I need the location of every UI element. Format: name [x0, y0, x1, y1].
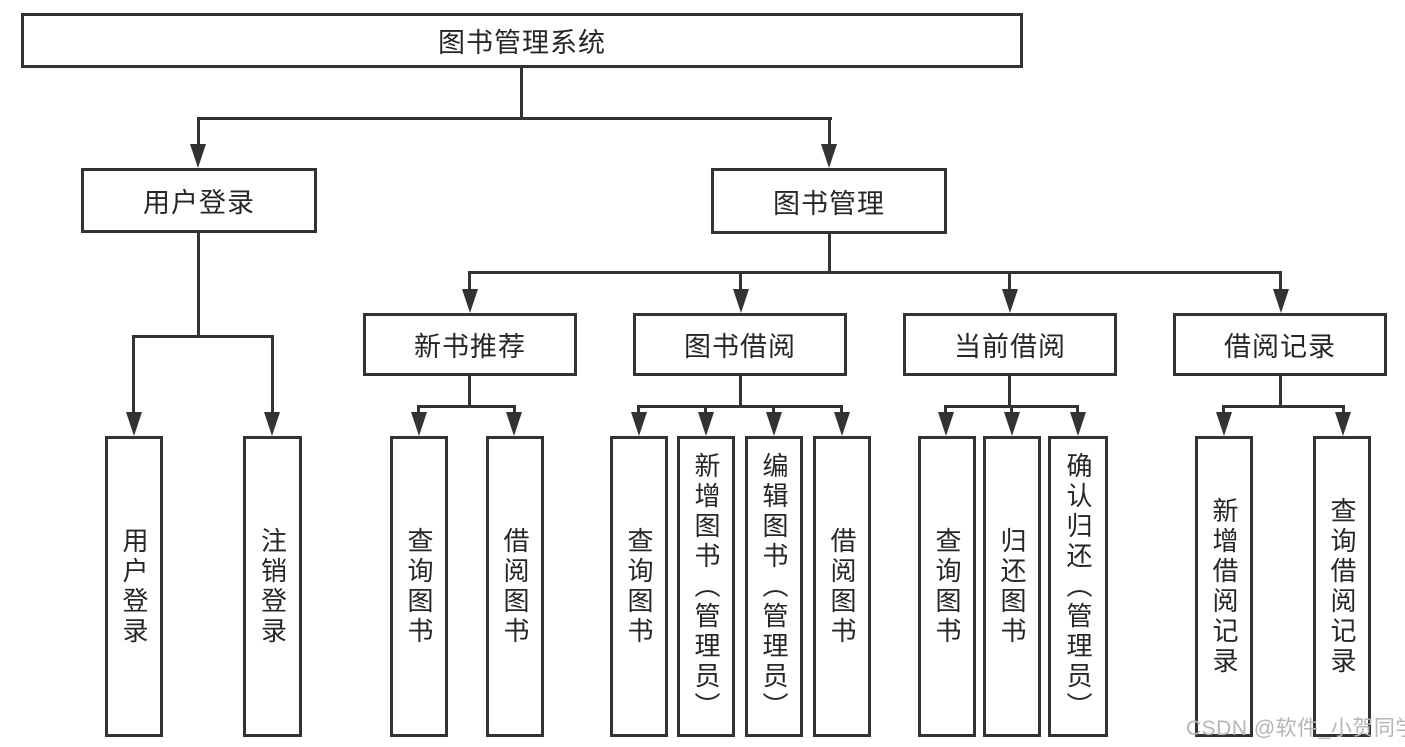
arrow-down-icon: [1216, 412, 1232, 436]
leaf-add-borrow-record: 新增借阅记录: [1195, 436, 1253, 737]
connector-root-stub: [520, 68, 523, 119]
node-borrowing-records: 借阅记录: [1173, 313, 1387, 376]
node-user-login: 用户登录: [81, 168, 317, 233]
node-user-login-label: 用户登录: [143, 188, 255, 218]
node-current-borrowing-label: 当前借阅: [954, 332, 1066, 362]
csdn-watermark: CSDN @软件_小贺同学: [1186, 717, 1405, 740]
connector-stem: [1008, 271, 1011, 291]
node-book-management: 图书管理: [711, 168, 947, 234]
arrow-down-icon: [462, 289, 478, 313]
connector-section-stub: [468, 376, 471, 407]
arrow-down-icon: [821, 144, 837, 168]
leaf-label: 查询图书: [932, 526, 962, 647]
leaf-user-login-label: 用户登录: [119, 526, 149, 647]
node-root: 图书管理系统: [21, 13, 1023, 68]
leaf-confirm-return-admin: 确认归还（管理员）: [1048, 436, 1108, 737]
leaf-user-login: 用户登录: [105, 436, 163, 737]
leaf-label: 编辑图书（管理员）: [759, 451, 789, 722]
arrow-down-icon: [1335, 412, 1351, 436]
leaf-label: 查询图书: [624, 526, 654, 647]
leaf-query-books-borrowing: 查询图书: [610, 436, 668, 737]
arrow-down-icon: [1004, 412, 1020, 436]
connector-bookmgmt-splitter: [468, 271, 1282, 274]
leaf-label: 查询图书: [404, 526, 434, 647]
connector-section-stub: [739, 376, 742, 407]
node-book-management-label: 图书管理: [773, 188, 885, 219]
connector-stem: [944, 405, 947, 415]
arrow-down-icon: [938, 412, 954, 436]
leaf-logout-label: 注销登录: [257, 526, 288, 647]
connector-bookmgmt-stub: [828, 234, 831, 273]
leaf-label: 新增图书（管理员）: [691, 451, 721, 722]
connector-stem: [1010, 405, 1013, 415]
arrow-down-icon: [733, 289, 749, 313]
arrow-down-icon: [766, 412, 782, 436]
connector-stem: [772, 405, 775, 415]
leaf-query-books-current: 查询图书: [918, 436, 976, 737]
connector-stem: [704, 405, 707, 415]
connector-stem: [637, 405, 640, 415]
connector-section-splitter: [417, 405, 516, 408]
arrow-down-icon: [411, 412, 427, 436]
arrow-down-icon: [190, 144, 206, 168]
connector-section-stub: [1279, 376, 1282, 407]
connector-stem: [828, 117, 831, 147]
connector-stem: [197, 117, 200, 147]
connector-stem: [840, 405, 843, 415]
node-borrowing-records-label: 借阅记录: [1224, 332, 1336, 362]
arrow-down-icon: [126, 412, 142, 436]
connector-stem: [1342, 405, 1345, 415]
leaf-edit-books-admin: 编辑图书（管理员）: [745, 436, 803, 737]
connector-stem: [739, 271, 742, 291]
connector-userlogin-stub: [197, 233, 200, 337]
connector-userlogin-splitter: [132, 335, 274, 338]
connector-section-splitter: [1222, 405, 1345, 408]
connector-stem: [1076, 405, 1079, 415]
connector-section-stub: [1008, 376, 1011, 407]
leaf-return-books: 归还图书: [983, 436, 1041, 737]
leaf-label: 新增借阅记录: [1209, 496, 1239, 677]
arrow-down-icon: [834, 412, 850, 436]
node-root-label: 图书管理系统: [438, 28, 606, 58]
connector-stem: [1222, 405, 1225, 415]
leaf-label: 借阅图书: [827, 526, 857, 647]
leaf-label: 查询借阅记录: [1327, 496, 1357, 677]
node-new-book-recommend-label: 新书推荐: [414, 332, 526, 362]
connector-section-splitter: [637, 405, 843, 408]
node-new-book-recommend: 新书推荐: [363, 313, 577, 376]
leaf-logout: 注销登录: [243, 436, 302, 737]
node-book-borrowing-label: 图书借阅: [684, 332, 796, 362]
leaf-label: 确认归还（管理员）: [1063, 451, 1093, 722]
connector-stem: [271, 335, 274, 414]
arrow-down-icon: [1002, 289, 1018, 313]
arrow-down-icon: [1070, 412, 1086, 436]
connector-stem: [132, 335, 135, 414]
arrow-down-icon: [1273, 289, 1289, 313]
connector-stem: [1279, 271, 1282, 291]
leaf-borrow-books-recommend: 借阅图书: [486, 436, 544, 737]
connector-stem: [513, 405, 516, 415]
leaf-borrow-books: 借阅图书: [813, 436, 871, 737]
node-current-borrowing: 当前借阅: [903, 313, 1117, 376]
leaf-query-books-recommend: 查询图书: [390, 436, 448, 737]
arrow-down-icon: [698, 412, 714, 436]
arrow-down-icon: [631, 412, 647, 436]
connector-stem: [468, 271, 471, 291]
leaf-add-books-admin: 新增图书（管理员）: [677, 436, 735, 737]
leaf-label: 归还图书: [997, 526, 1027, 647]
arrow-down-icon: [264, 412, 280, 436]
node-book-borrowing: 图书借阅: [633, 313, 847, 376]
connector-stem: [417, 405, 420, 415]
connector-root-splitter: [197, 117, 832, 120]
leaf-query-borrow-record: 查询借阅记录: [1313, 436, 1371, 737]
leaf-label: 借阅图书: [500, 526, 530, 647]
arrow-down-icon: [506, 412, 522, 436]
